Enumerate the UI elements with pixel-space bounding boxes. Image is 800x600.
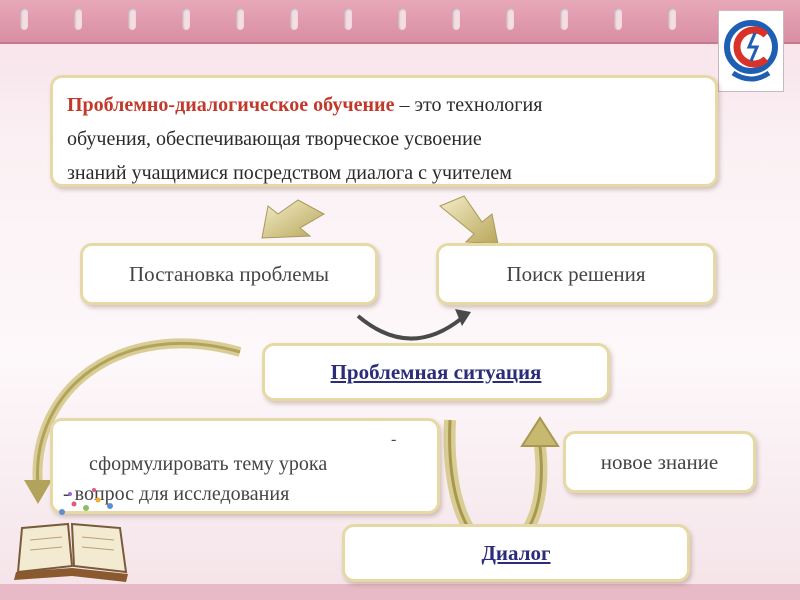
binder-hole	[128, 8, 136, 30]
solution-search-label: Поиск решения	[506, 261, 646, 286]
binder-hole	[668, 8, 676, 30]
dialog-box[interactable]: Диалог	[342, 524, 690, 582]
solution-search-box: Поиск решения	[436, 243, 716, 305]
definition-text: – это технология	[394, 94, 543, 116]
task-dash: -	[391, 431, 397, 448]
definition-line: обучения, обеспечивающая творческое усво…	[67, 128, 482, 150]
bottom-band	[0, 584, 800, 600]
binder-hole	[452, 8, 460, 30]
task-line: сформулировать тему урока	[89, 453, 328, 475]
binder-hole	[290, 8, 298, 30]
lesson-task-box: - сформулировать тему урока - вопрос для…	[50, 418, 440, 514]
logo-emblem	[718, 10, 784, 92]
curved-arrow	[356, 309, 471, 341]
binder-hole	[182, 8, 190, 30]
binder-hole	[506, 8, 514, 30]
problem-statement-box: Постановка проблемы	[80, 243, 378, 305]
curved-arrow	[24, 338, 242, 504]
binder-hole	[236, 8, 244, 30]
down-arrow	[261, 199, 326, 239]
binder-hole	[398, 8, 406, 30]
definition-term: Проблемно-диалогическое обучение	[67, 94, 395, 116]
down-arrow	[439, 195, 499, 245]
definition-line: знаний учащимися посредством диалога с у…	[67, 162, 512, 184]
definition-line: Проблемно-диалогическое обучение – это т…	[67, 88, 703, 122]
problem-statement-label: Постановка проблемы	[129, 261, 329, 286]
definition-box: Проблемно-диалогическое обучение – это т…	[50, 75, 718, 187]
binder-hole	[614, 8, 622, 30]
binder-hole	[560, 8, 568, 30]
binder-hole	[344, 8, 352, 30]
dialog-link[interactable]: Диалог	[481, 540, 551, 565]
problem-situation-box[interactable]: Проблемная ситуация	[262, 343, 610, 401]
binder-hole	[74, 8, 82, 30]
new-knowledge-box: новое знание	[563, 431, 756, 493]
task-line: - вопрос для исследования	[63, 483, 290, 505]
problem-situation-link[interactable]: Проблемная ситуация	[330, 359, 542, 384]
new-knowledge-label: новое знание	[600, 449, 719, 474]
binder-hole	[20, 8, 28, 30]
top-band	[0, 0, 800, 44]
